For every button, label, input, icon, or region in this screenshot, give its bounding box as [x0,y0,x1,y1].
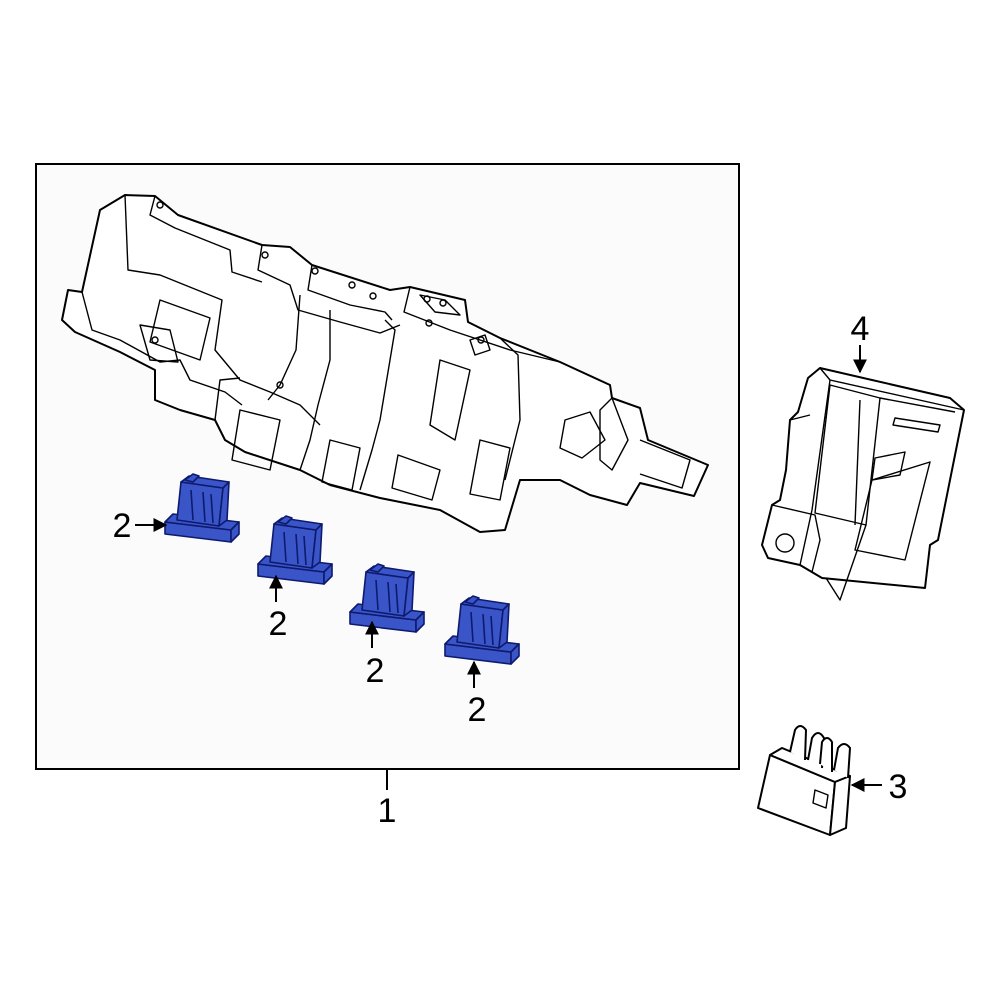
callout-label-2c: 2 [366,652,385,690]
control-module [761,367,965,601]
callout-label-2d: 2 [468,691,487,729]
callout-label-2b: 2 [269,605,288,643]
large-relay [757,725,851,836]
callout-label-2a: 2 [113,507,132,545]
callout-label-1: 1 [378,792,397,830]
callout-label-4: 4 [851,310,870,348]
junction-block-housing [61,194,709,533]
callout-label-3: 3 [889,768,908,806]
